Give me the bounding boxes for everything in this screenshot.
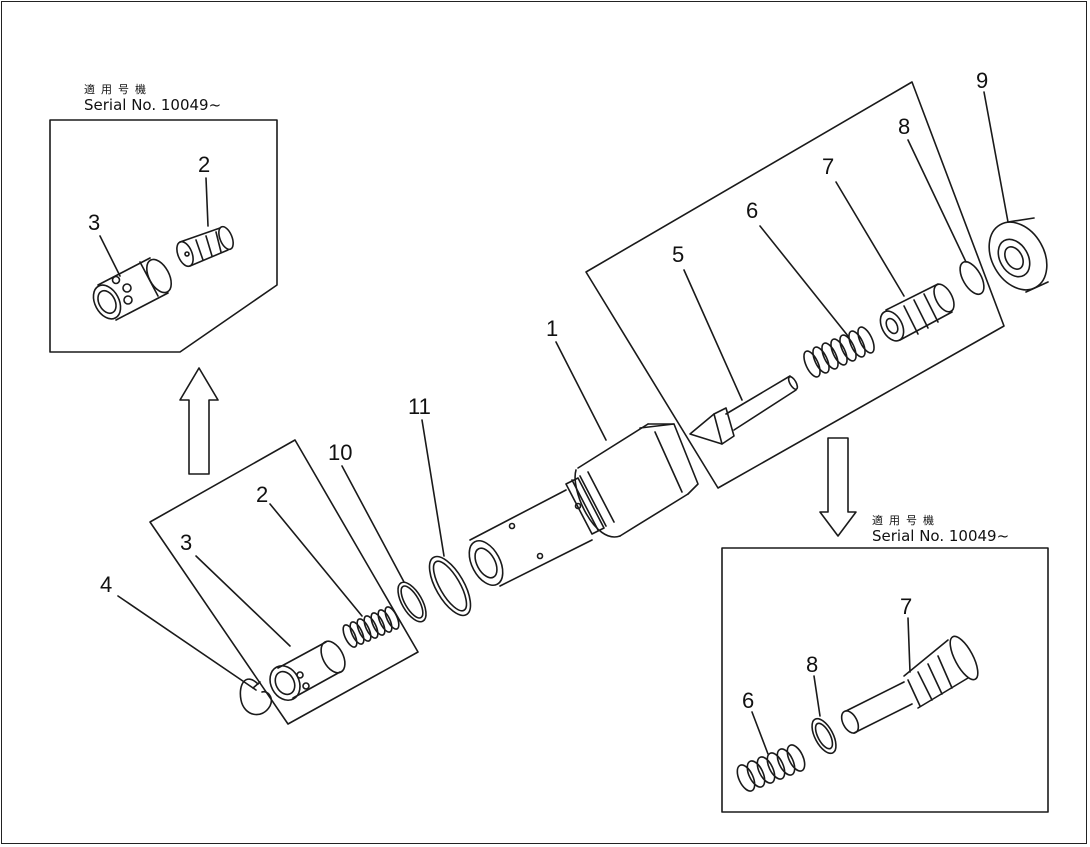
part-1-valve-body [462,424,698,591]
callout-4: 4 [100,572,113,597]
leader-inset-7 [908,618,910,672]
group-frame-right [586,82,1004,488]
callout-6: 6 [746,198,759,223]
leader-10 [342,466,404,582]
leader-11 [422,420,444,556]
arrow-down-icon [820,438,856,536]
callout-1: 1 [546,316,559,341]
part-7-spool [876,281,958,345]
callout-10: 10 [328,440,353,465]
model-label-bottom-right: 適用号機 [872,514,940,527]
model-label-top-left: 適用号機 [84,83,152,96]
callout-7-inset: 7 [900,594,913,619]
part-10-o-ring [392,578,431,626]
callout-9: 9 [976,68,989,93]
callout-3-inset: 3 [88,210,101,235]
arrow-up-icon [180,368,218,474]
inset-frame-bottom-right [722,548,1048,812]
leader-3 [196,556,290,646]
serial-number-bottom-right: Serial No. 10049~ [872,527,1010,545]
group-frame-left [150,440,418,724]
part-11-o-ring [421,550,478,621]
leader-1 [556,342,606,440]
leader-7 [836,182,904,296]
callout-3: 3 [180,530,193,555]
inset-part-3-sleeve [88,255,176,323]
leader-inset-8 [814,676,820,716]
part-2-spring [340,605,401,649]
inset-part-8-o-ring [807,715,841,757]
callout-8-inset: 8 [806,652,819,677]
inset-part-6-spring [734,742,809,793]
leader-inset-6 [752,712,768,754]
callout-6-inset: 6 [742,688,755,713]
leader-4 [118,596,256,690]
inset-part-7-spool [838,633,983,736]
inset-part-2-spool [174,225,236,269]
callout-11: 11 [408,394,431,419]
leader-5 [684,270,742,400]
leader-9 [984,92,1008,222]
serial-number-top-left: Serial No. 10049~ [84,96,222,114]
callout-5: 5 [672,242,685,267]
part-8-o-ring [955,258,989,298]
callout-7: 7 [822,154,835,179]
part-9-cap-nut [977,212,1058,300]
leader-6 [760,226,848,336]
inset-frame-top-left [50,120,277,352]
callout-2-inset: 2 [198,152,211,177]
callout-2: 2 [256,482,269,507]
part-5-pin [690,375,799,444]
part-3-sleeve [264,637,350,705]
leader-inset-2 [206,178,208,226]
leader-8 [908,140,966,262]
leader-inset-3 [100,236,120,276]
leader-2 [270,504,362,616]
callout-8: 8 [898,114,911,139]
part-4-snap-ring [240,679,271,714]
part-6-spring [801,325,878,379]
